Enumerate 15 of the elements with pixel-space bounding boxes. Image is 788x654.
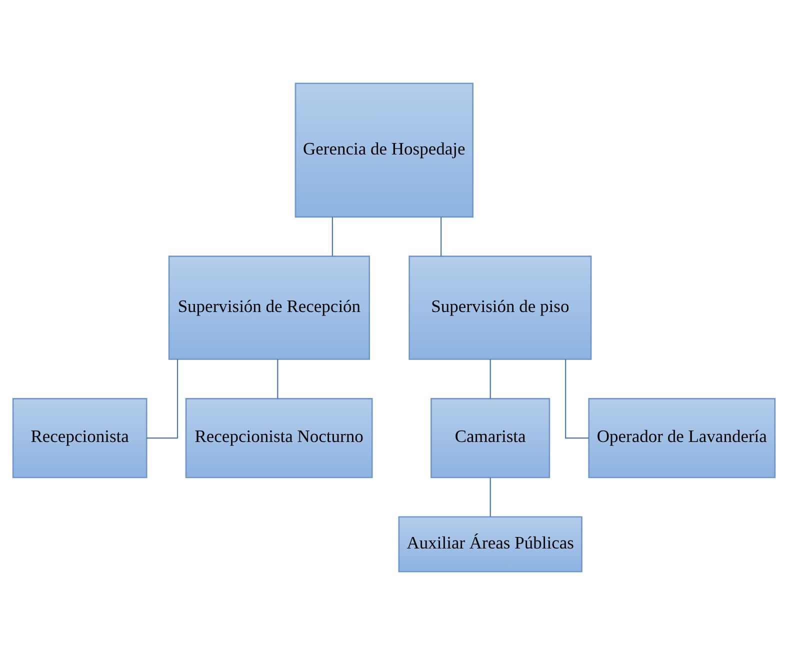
connector: [565, 358, 589, 438]
node-box: Auxiliar Áreas Públicas: [398, 516, 582, 572]
node-box: Gerencia de Hospedaje: [294, 82, 474, 218]
node-box: Camarista: [430, 398, 550, 478]
connector: [146, 358, 178, 438]
connector: [332, 216, 333, 256]
node-box: Supervisión de Recepción: [168, 255, 370, 360]
node-box: Recepcionista Nocturno: [185, 398, 373, 478]
node-box: Supervisión de piso: [408, 255, 592, 360]
connector: [490, 477, 491, 516]
connector: [277, 358, 278, 398]
connector: [490, 358, 491, 398]
node-box: Operador de Lavandería: [588, 398, 776, 478]
node-box: Recepcionista: [12, 398, 148, 478]
connector: [440, 216, 442, 256]
